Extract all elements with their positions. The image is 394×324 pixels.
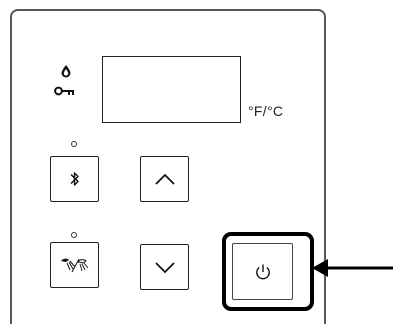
water-drop-icon (61, 65, 71, 78)
down-button[interactable] (140, 244, 189, 290)
power-button[interactable] (232, 243, 293, 300)
chevron-down-icon (154, 262, 175, 274)
spray-mode-led (71, 232, 77, 238)
power-button-highlight (222, 232, 314, 311)
temperature-display (102, 56, 241, 123)
bluetooth-button[interactable] (50, 156, 99, 202)
unit-label: °F/°C (248, 103, 284, 119)
up-button[interactable] (140, 156, 189, 202)
bluetooth-icon (70, 172, 79, 186)
spray-mode-button[interactable] (50, 242, 99, 288)
chevron-up-icon (154, 173, 175, 185)
power-icon (255, 264, 270, 279)
bluetooth-led (71, 141, 77, 147)
spray-icon (60, 258, 88, 273)
key-icon (54, 86, 74, 96)
pointer-arrow-icon (312, 259, 393, 277)
